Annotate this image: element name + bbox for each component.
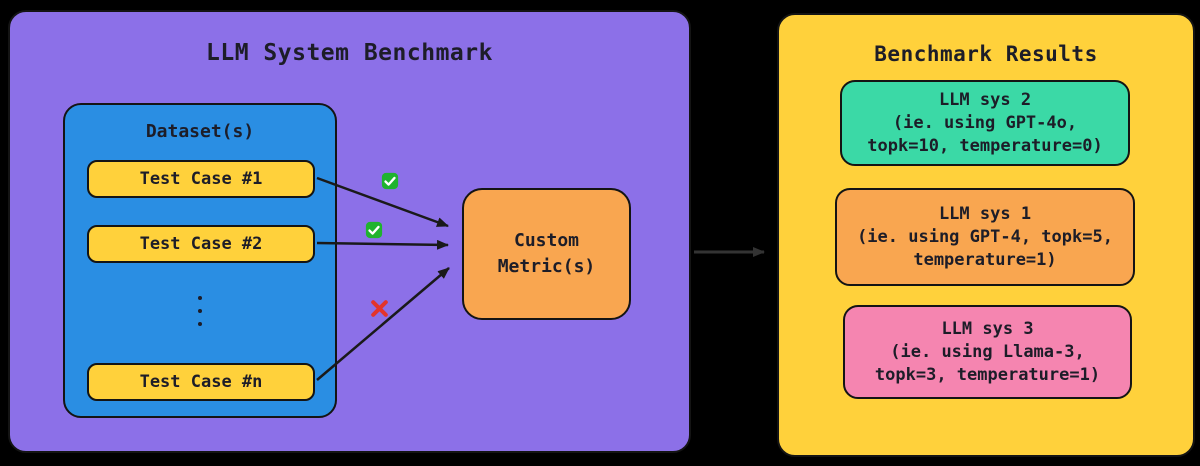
check-icon xyxy=(381,172,399,190)
right-panel-title: Benchmark Results xyxy=(874,42,1098,66)
ellipsis-dot xyxy=(198,309,202,313)
test-case-n: Test Case #n xyxy=(87,363,315,401)
test-case-1-label: Test Case #1 xyxy=(139,169,263,189)
cross-icon xyxy=(369,298,390,319)
ellipsis-dot xyxy=(198,322,202,326)
dataset-box: Dataset(s) Test Case #1 Test Case #2 Tes… xyxy=(63,103,337,418)
result-llm-sys-2: LLM sys 2 (ie. using GPT-4o, topk=10, te… xyxy=(840,80,1130,166)
ellipsis-dot xyxy=(198,296,202,300)
result-llm-sys-3-line3: topk=3, temperature=1) xyxy=(874,364,1101,385)
vertical-ellipsis xyxy=(198,296,202,326)
result-llm-sys-1: LLM sys 1 (ie. using GPT-4, topk=5, temp… xyxy=(835,188,1135,286)
result-llm-sys-1-line3: temperature=1) xyxy=(913,249,1057,270)
result-llm-sys-3-name: LLM sys 3 xyxy=(941,318,1034,339)
custom-metric-line1: Custom xyxy=(513,230,580,251)
benchmark-results-panel: Benchmark Results LLM sys 2 (ie. using G… xyxy=(777,13,1195,457)
custom-metric-box: Custom Metric(s) xyxy=(462,188,631,320)
result-llm-sys-3: LLM sys 3 (ie. using Llama-3, topk=3, te… xyxy=(843,305,1132,399)
test-case-n-label: Test Case #n xyxy=(139,372,263,392)
result-llm-sys-2-line2: (ie. using GPT-4o, xyxy=(892,112,1078,133)
result-llm-sys-2-name: LLM sys 2 xyxy=(938,89,1032,110)
result-llm-sys-1-line2: (ie. using GPT-4, topk=5, xyxy=(857,226,1113,247)
left-panel-title: LLM System Benchmark xyxy=(206,40,493,66)
result-llm-sys-1-name: LLM sys 1 xyxy=(938,203,1032,224)
test-case-2-label: Test Case #2 xyxy=(139,234,263,254)
test-case-1: Test Case #1 xyxy=(87,160,315,198)
custom-metric-line2: Metric(s) xyxy=(497,256,596,277)
test-case-2: Test Case #2 xyxy=(87,225,315,263)
result-llm-sys-3-line2: (ie. using Llama-3, xyxy=(890,341,1085,362)
check-icon xyxy=(365,221,383,239)
dataset-title: Dataset(s) xyxy=(145,121,255,142)
llm-system-benchmark-panel: LLM System Benchmark Dataset(s) Test Cas… xyxy=(8,10,691,453)
result-llm-sys-2-line3: topk=10, temperature=0) xyxy=(867,135,1103,156)
